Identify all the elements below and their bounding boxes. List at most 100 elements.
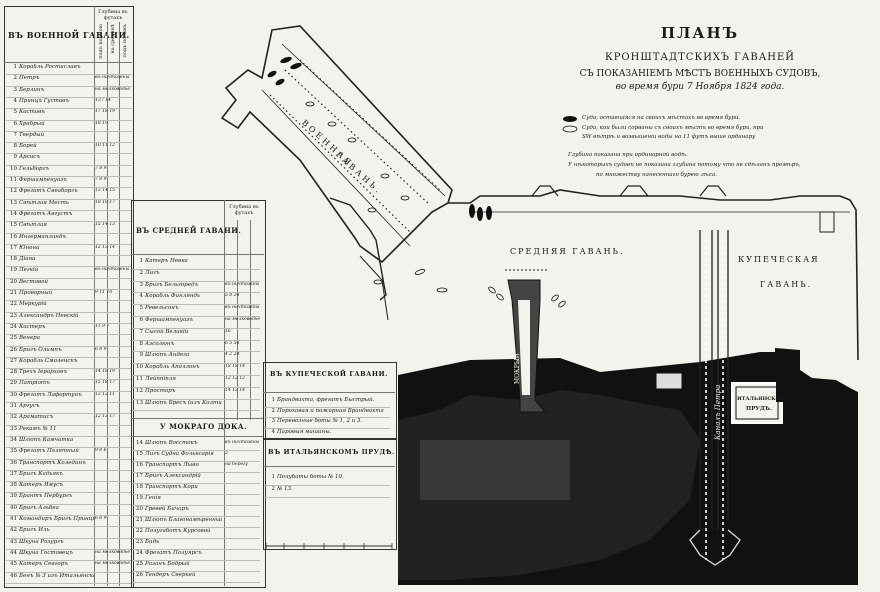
military-row-number: 37 (10, 470, 17, 477)
wet-dock-table-title: У МОКРАГО ДОКА. (160, 422, 247, 431)
military-row-number: 40 (10, 504, 17, 511)
middle-row-number: 5 (139, 305, 144, 312)
middle-row-number: 1 (139, 258, 144, 264)
military-row-name: Петръ (19, 75, 40, 82)
military-row-depth: 10 11 12 (95, 143, 116, 149)
wetdock-row-name: Транспортъ Лыво (145, 462, 199, 468)
military-row-number: 36 (10, 459, 17, 466)
middle-row-name: Ревельсонъ (145, 305, 179, 312)
military-row-number: 14 (10, 210, 17, 217)
military-row-name: Корабль Ростиславъ (19, 64, 81, 70)
military-row-depth: 6 8 9 (95, 516, 107, 521)
military-row-depth: 13 14 15 (95, 188, 116, 194)
middle-row-depth: 16 (225, 328, 231, 334)
embankment (448, 189, 859, 361)
middle-row-name: Просторъ (145, 387, 176, 394)
military-row-number: 3 (13, 86, 18, 93)
military-row-name: Транспортъ Колединъ (19, 459, 86, 466)
military-row-name: Шкуна Гостовецъ (19, 549, 73, 556)
wetdock-row-depth: на берегу (225, 462, 248, 467)
legend-item-2: Суда, кои были сорваны съ своихъ мѣстъ в… (582, 125, 764, 131)
middle-row-depth: въ ничтожны (225, 281, 260, 287)
ship-markers (267, 56, 492, 221)
wetdock-row-name: Тендеръ Сверкей (145, 572, 196, 578)
military-row-number: 17 (10, 244, 17, 251)
military-row-name: Рекамъ № 11 (19, 425, 57, 432)
military-row-number: 4 (13, 97, 18, 104)
scale-bar (265, 543, 393, 549)
middle-row-depth: 18 18 14 (225, 364, 246, 370)
military-row-name: Катеръ Севгоръ (19, 561, 68, 568)
wetdock-row-number: 22 (136, 528, 143, 534)
military-row-number: 2 (13, 75, 18, 82)
middle-row-depth: на мелководье (225, 317, 261, 322)
wetdock-row-number: 21 (136, 517, 143, 523)
military-row-name: Діана (19, 256, 36, 263)
military-row-depth: 18 19 17 (95, 199, 116, 205)
military-row-depth: въ ничтожны (95, 267, 130, 273)
military-row-depth: 15 18 17 (95, 380, 116, 386)
label-wet-dock-2: ДОКЪ. (520, 314, 527, 336)
middle-row-depth: 14 12 14 (225, 387, 246, 393)
military-row-number: 28 (10, 369, 17, 376)
military-row-name: Свѣтлая Месть (19, 199, 69, 206)
military-row-number: 42 (10, 527, 17, 534)
legend-item-1: Суда, оставшіяся на своихъ мѣстахъ во вр… (582, 115, 741, 121)
military-row-number: 11 (10, 177, 17, 183)
military-row-number: 6 (13, 120, 18, 127)
middle-row-depth: въ ничтожны (225, 305, 260, 311)
military-row-name: Каставъ (19, 109, 45, 116)
military-row-name: Твердый (19, 131, 45, 138)
label-italian-pond-2: ПРУДЪ. (746, 406, 772, 412)
military-row-number: 30 (10, 391, 17, 398)
military-row-name: Катеръ Ямусъ (19, 482, 63, 489)
middle-row-number: 9 (139, 352, 144, 359)
military-row-number: 18 (10, 256, 17, 263)
military-row-name: Борей (19, 143, 37, 150)
wetdock-row-number: 24 (136, 550, 143, 556)
military-row-number: 5 (13, 109, 18, 116)
middle-row-name: Корабль Финляндь (145, 293, 200, 300)
military-row-number: 10 (10, 165, 17, 172)
military-row-number: 7 (13, 131, 18, 138)
shading-patch (420, 440, 570, 500)
military-row-depth: на мелководье (95, 549, 131, 555)
military-row-name: Брантъ Пербургъ (19, 493, 73, 500)
military-row-number: 20 (10, 278, 17, 285)
military-row-name: Бенъ № 3 изъ Итальянскаго пруда (19, 572, 94, 579)
military-row-name: Вестовой (19, 278, 48, 285)
italian-row-name: № 13. (277, 486, 293, 492)
military-row-number: 16 (10, 233, 17, 240)
military-row-number: 33 (10, 425, 17, 432)
